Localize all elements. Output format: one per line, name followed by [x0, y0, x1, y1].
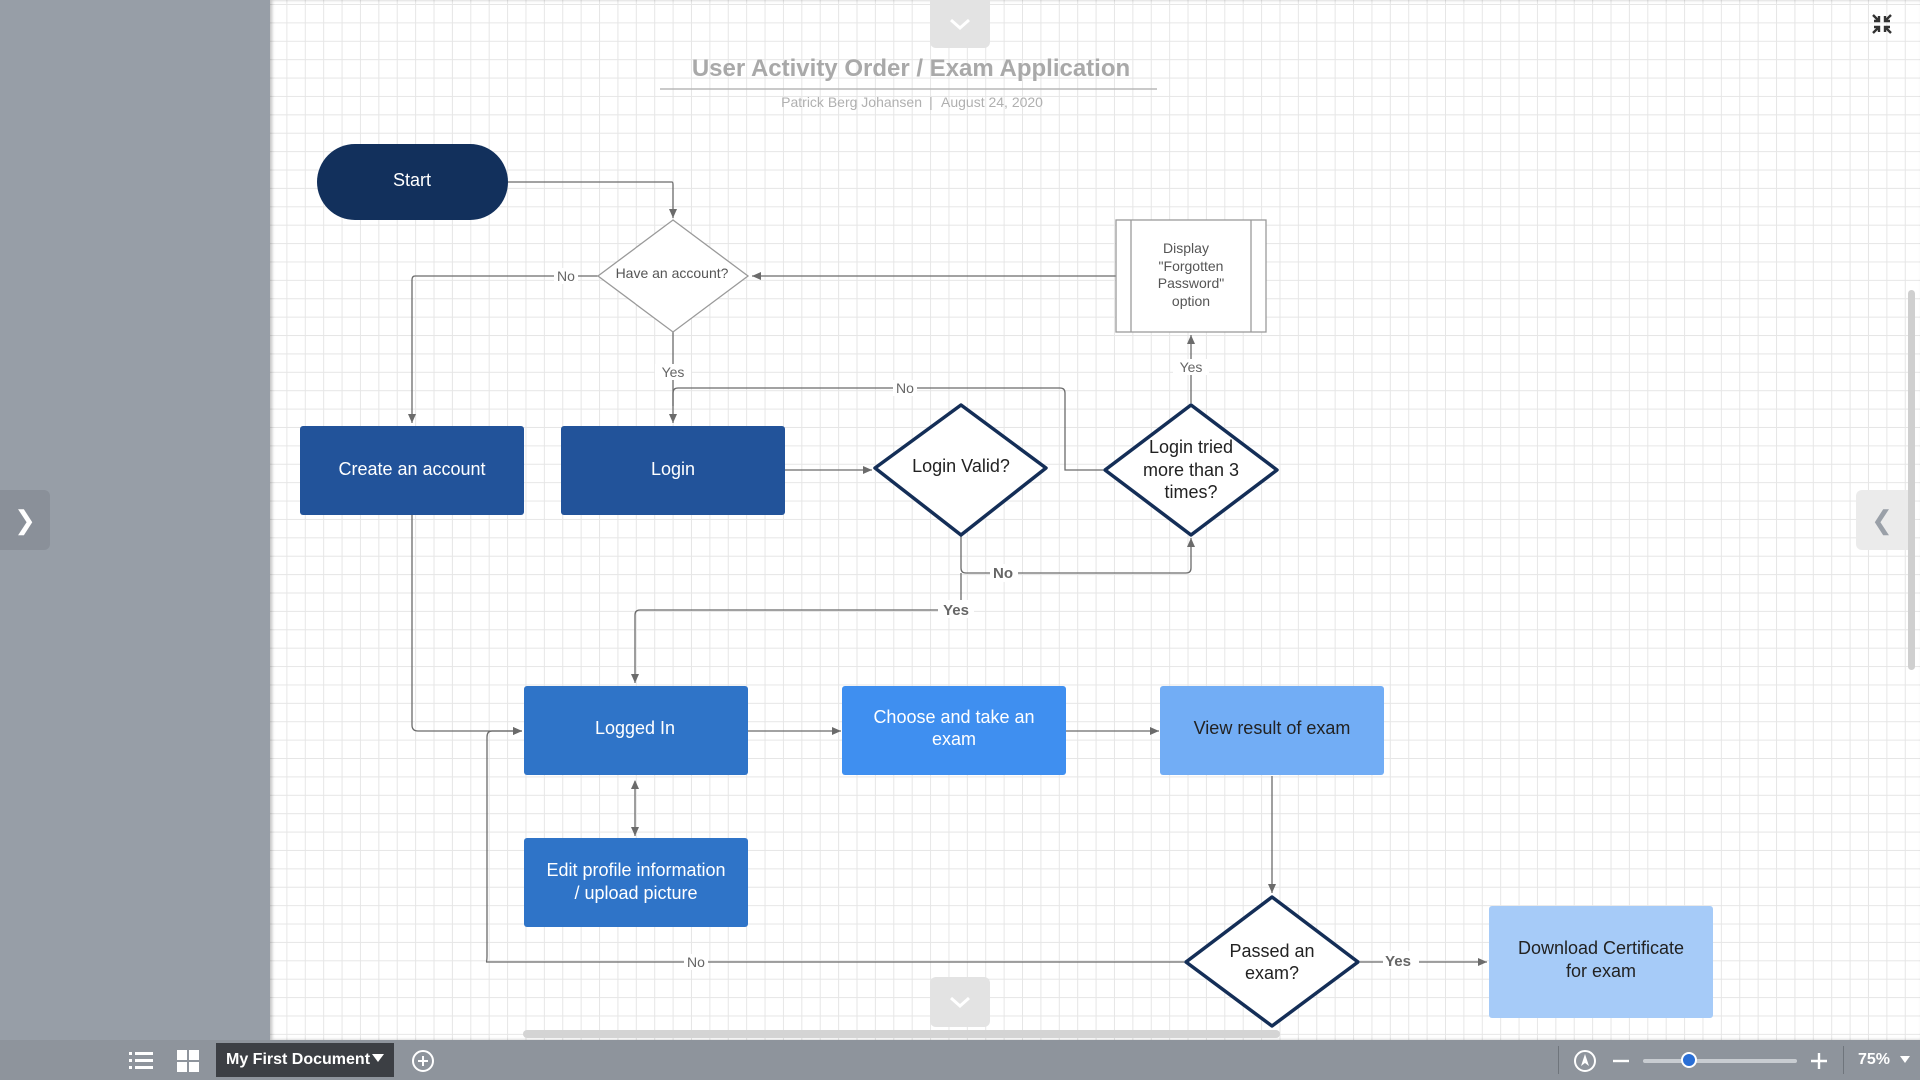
node-create-account-label: Create an account	[338, 459, 485, 479]
compass-icon[interactable]	[1572, 1048, 1598, 1074]
node-login-label: Login	[651, 459, 695, 479]
connector-start-to-have-account[interactable]	[507, 181, 677, 218]
edge-label-bg	[684, 954, 708, 970]
node-create-account[interactable]: Create an account	[300, 426, 524, 515]
node-login-tried-line2: more than 3	[1143, 460, 1239, 480]
node-login-valid-label: Login Valid?	[912, 456, 1010, 476]
edge-label-no-invalid[interactable]: No	[993, 565, 1013, 582]
node-choose-exam-line1: Choose and take an	[873, 707, 1034, 727]
node-view-result[interactable]: View result of exam	[1160, 686, 1384, 775]
node-download-certificate[interactable]: Download Certificate for exam	[1489, 906, 1713, 1018]
zoom-level-dropdown[interactable]: 75%	[1858, 1051, 1911, 1069]
node-login-valid[interactable]: Login Valid?	[873, 403, 1048, 537]
bottom-toolbar: My First Document 75%	[0, 1040, 1920, 1080]
node-forgotten-line2: "Forgotten	[1159, 258, 1224, 274]
node-passed-exam[interactable]: Passed an exam?	[1184, 895, 1360, 1028]
edge-label-no-account[interactable]: No	[557, 268, 575, 284]
chevron-left-icon: ❮	[1871, 504, 1893, 535]
diagram-canvas[interactable]: User Activity Order / Exam Application P…	[270, 0, 1920, 1040]
vertical-scrollbar[interactable]	[1908, 290, 1915, 670]
node-download-cert-line1: Download Certificate	[1518, 938, 1684, 958]
horizontal-scrollbar[interactable]	[523, 1030, 1280, 1038]
node-have-account-label: Have an account?	[616, 265, 729, 281]
left-panel-handle[interactable]: ❯	[0, 490, 50, 550]
node-download-cert-line2: for exam	[1566, 961, 1636, 981]
node-login-tried[interactable]: Login tried more than 3 times?	[1103, 403, 1279, 537]
chevron-right-icon: ❯	[14, 504, 36, 535]
node-start-label: Start	[393, 170, 431, 190]
node-edit-profile[interactable]: Edit profile information / upload pictur…	[524, 838, 748, 927]
node-forgotten-line4: option	[1172, 293, 1210, 309]
node-forgotten-line1: Display	[1163, 240, 1209, 256]
node-choose-exam-line2: exam	[932, 729, 976, 749]
connector-passed-no[interactable]	[485, 727, 1184, 963]
connector-valid-yes[interactable]	[631, 573, 962, 683]
caret-down-icon[interactable]	[372, 1054, 384, 1062]
minus-icon[interactable]	[1608, 1048, 1634, 1074]
edge-label-yes-passed[interactable]: Yes	[1385, 953, 1411, 970]
document-title[interactable]: User Activity Order / Exam Application	[692, 55, 1130, 82]
node-forgotten-password[interactable]: Display "Forgotten Password" option	[1115, 219, 1267, 333]
node-login[interactable]: Login	[561, 426, 785, 515]
document-separator: |	[929, 94, 933, 110]
document-date: August 24, 2020	[941, 94, 1043, 110]
collapse-icon[interactable]	[1870, 12, 1894, 36]
toolbar-divider	[1558, 1046, 1559, 1074]
top-page-handle[interactable]	[930, 0, 990, 48]
edge-label-bg	[655, 364, 691, 380]
connector-have-account-no[interactable]	[408, 275, 600, 423]
zoom-level-value: 75%	[1858, 1051, 1891, 1068]
right-panel-handle[interactable]: ❮	[1856, 490, 1908, 550]
node-forgotten-line3: Password"	[1158, 275, 1224, 291]
edge-label-no-passed[interactable]: No	[687, 954, 705, 970]
document-author: Patrick Berg Johansen	[781, 94, 922, 110]
toolbar-divider	[1843, 1046, 1844, 1074]
node-choose-exam[interactable]: Choose and take an exam	[842, 686, 1066, 775]
edge-label-bg	[990, 564, 1018, 582]
node-logged-in-label: Logged In	[595, 718, 675, 738]
plus-circle-icon[interactable]	[410, 1048, 436, 1074]
connector-retry-no[interactable]	[672, 387, 1103, 471]
list-icon[interactable]	[128, 1048, 154, 1074]
node-login-tried-line1: Login tried	[1149, 437, 1233, 457]
edge-label-bg	[893, 380, 917, 396]
edge-label-yes-valid[interactable]: Yes	[943, 602, 969, 619]
document-tab[interactable]: My First Document	[216, 1043, 394, 1077]
node-start[interactable]: Start	[317, 144, 508, 220]
node-edit-profile-line1: Edit profile information	[546, 860, 725, 880]
chevron-down-icon	[950, 18, 970, 30]
edge-label-yes-forgotten[interactable]: Yes	[1180, 359, 1203, 375]
bottom-page-handle[interactable]	[930, 977, 990, 1027]
node-edit-profile-line2: / upload picture	[574, 883, 697, 903]
node-have-account[interactable]: Have an account?	[596, 219, 750, 333]
node-login-tried-line3: times?	[1164, 482, 1217, 502]
grid-icon[interactable]	[175, 1048, 201, 1074]
node-view-result-label: View result of exam	[1194, 718, 1351, 738]
edge-label-bg	[1173, 359, 1209, 375]
document-tab-label: My First Document	[226, 1051, 371, 1068]
edge-label-bg	[1383, 951, 1419, 969]
zoom-slider[interactable]	[1643, 1059, 1797, 1063]
flowchart: User Activity Order / Exam Application P…	[300, 55, 1713, 1028]
edge-label-no-retry[interactable]: No	[896, 380, 914, 396]
node-logged-in[interactable]: Logged In	[524, 686, 748, 775]
connector-valid-no[interactable]	[960, 535, 1195, 574]
plus-icon[interactable]	[1806, 1048, 1832, 1074]
node-passed-exam-line1: Passed an	[1229, 941, 1314, 961]
chevron-down-icon	[950, 996, 970, 1008]
edge-label-bg	[938, 600, 974, 618]
edge-label-yes-account[interactable]: Yes	[662, 364, 685, 380]
connector-create-to-logged-in[interactable]	[411, 515, 522, 735]
zoom-slider-thumb[interactable]	[1681, 1052, 1698, 1068]
caret-down-icon	[1900, 1056, 1911, 1064]
node-passed-exam-line2: exam?	[1245, 963, 1299, 983]
edge-label-bg	[554, 268, 578, 284]
